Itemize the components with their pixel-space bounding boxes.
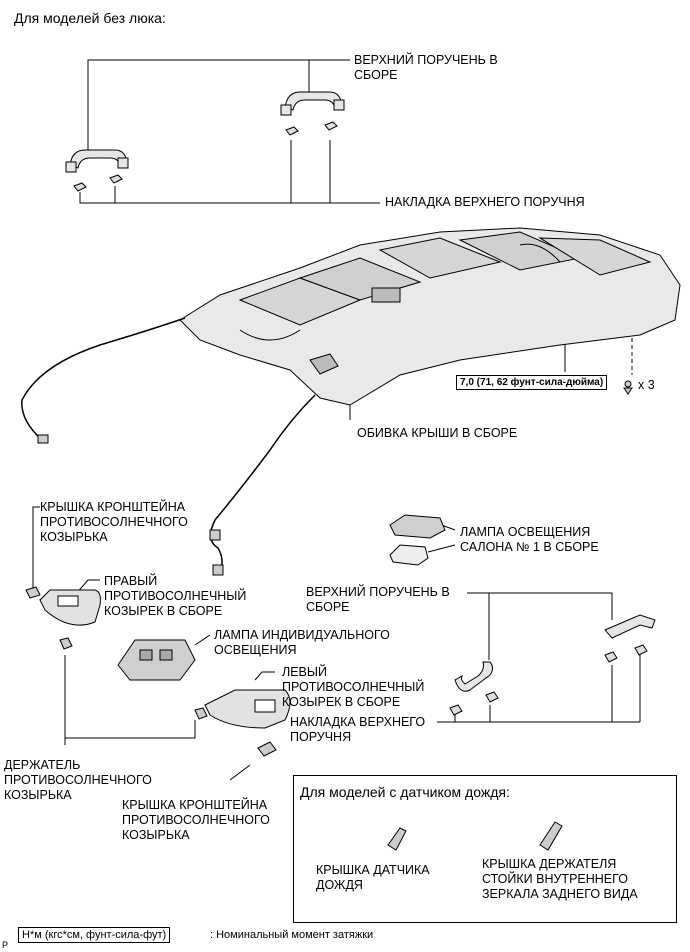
label-grip-cover-top: НАКЛАДКА ВЕРХНЕГО ПОРУЧНЯ [385, 195, 585, 209]
label-map-lamp: ЛАМПА ИНДИВИДУАЛЬНОГО ОСВЕЩЕНИЯ [214, 628, 390, 657]
label-visor-bracket-cover-top: КРЫШКА КРОНШТЕЙНА ПРОТИВОСОЛНЕЧНОГО КОЗЫ… [40, 500, 188, 544]
leader-upper-grip-right [467, 592, 490, 660]
legend-unit-box: Н*м (кгс*см, фунт-сила-фут) [18, 927, 171, 943]
rain-sensor-cover-icon [387, 827, 407, 851]
mirror-stay-cover-icon [539, 821, 563, 851]
upper-grip-right-rear [604, 614, 656, 639]
leader-upper-grip-top [87, 59, 350, 155]
leader-visor-holder [64, 655, 196, 739]
grip-cover-icon [73, 182, 87, 192]
label-grip-cover-right: НАКЛАДКА ВЕРХНЕГО ПОРУЧНЯ [290, 715, 426, 744]
torque-spec: 7,0 (71, 62 фунт-сила-дюйма) [456, 375, 608, 390]
rain-sensor-box [293, 775, 677, 923]
label-mirror-stay-cover: КРЫШКА ДЕРЖАТЕЛЯ СТОЙКИ ВНУТРЕННЕГО ЗЕРК… [482, 857, 638, 901]
page-mark: P [2, 940, 9, 950]
left-visor [194, 689, 291, 729]
upper-grip-right-front [454, 661, 493, 692]
label-room-lamp: ЛАМПА ОСВЕЩЕНИЯ САЛОНА № 1 В СБОРЕ [460, 525, 599, 554]
page-header: Для моделей без люка: [14, 10, 166, 26]
upper-grip-top-left [65, 149, 129, 173]
wire-harness-left [21, 317, 186, 441]
right-visor [39, 589, 101, 626]
leader-grip-cover-top [79, 192, 380, 204]
visor-bracket-cover-top-icon [25, 586, 41, 599]
label-visor-holder: ДЕРЖАТЕЛЬ ПРОТИВОСОЛНЕЧНОГО КОЗЫРЬКА [4, 758, 152, 802]
upper-grip-top-right [280, 91, 345, 116]
label-upper-grip-right: ВЕРХНИЙ ПОРУЧЕНЬ В СБОРЕ [306, 585, 450, 614]
label-right-visor: ПРАВЫЙ ПРОТИВОСОЛНЕЧНЫЙ КОЗЫРЕК В СБОРЕ [104, 574, 247, 618]
legend-text: : Номинальный момент затяжки [210, 929, 374, 941]
label-upper-grip-top: ВЕРХНИЙ ПОРУЧЕНЬ В СБОРЕ [354, 53, 498, 82]
label-roof-headlining: ОБИВКА КРЫШИ В СБОРЕ [357, 426, 518, 440]
leader-visor-bracket-top [32, 506, 40, 590]
wire-harness-right [209, 394, 316, 573]
roof-headlining [179, 227, 681, 406]
label-visor-bracket-cover-bottom: КРЫШКА КРОНШТЕЙНА ПРОТИВОСОЛНЕЧНОГО КОЗЫ… [122, 798, 270, 842]
room-lamp [389, 514, 446, 566]
visor-bracket-cover-bottom-icon [257, 741, 277, 757]
clip-icon [623, 380, 633, 395]
rain-box-title: Для моделей с датчиком дождя: [300, 784, 510, 800]
map-lamp [117, 639, 196, 681]
visor-holder-icon [59, 637, 73, 650]
label-rain-sensor-cover: КРЫШКА ДАТЧИКА ДОЖДЯ [316, 863, 430, 892]
label-left-visor: ЛЕВЫЙ ПРОТИВОСОЛНЕЧНЫЙ КОЗЫРЕК В СБОРЕ [282, 665, 425, 709]
label-clip-count: x 3 [638, 378, 655, 392]
